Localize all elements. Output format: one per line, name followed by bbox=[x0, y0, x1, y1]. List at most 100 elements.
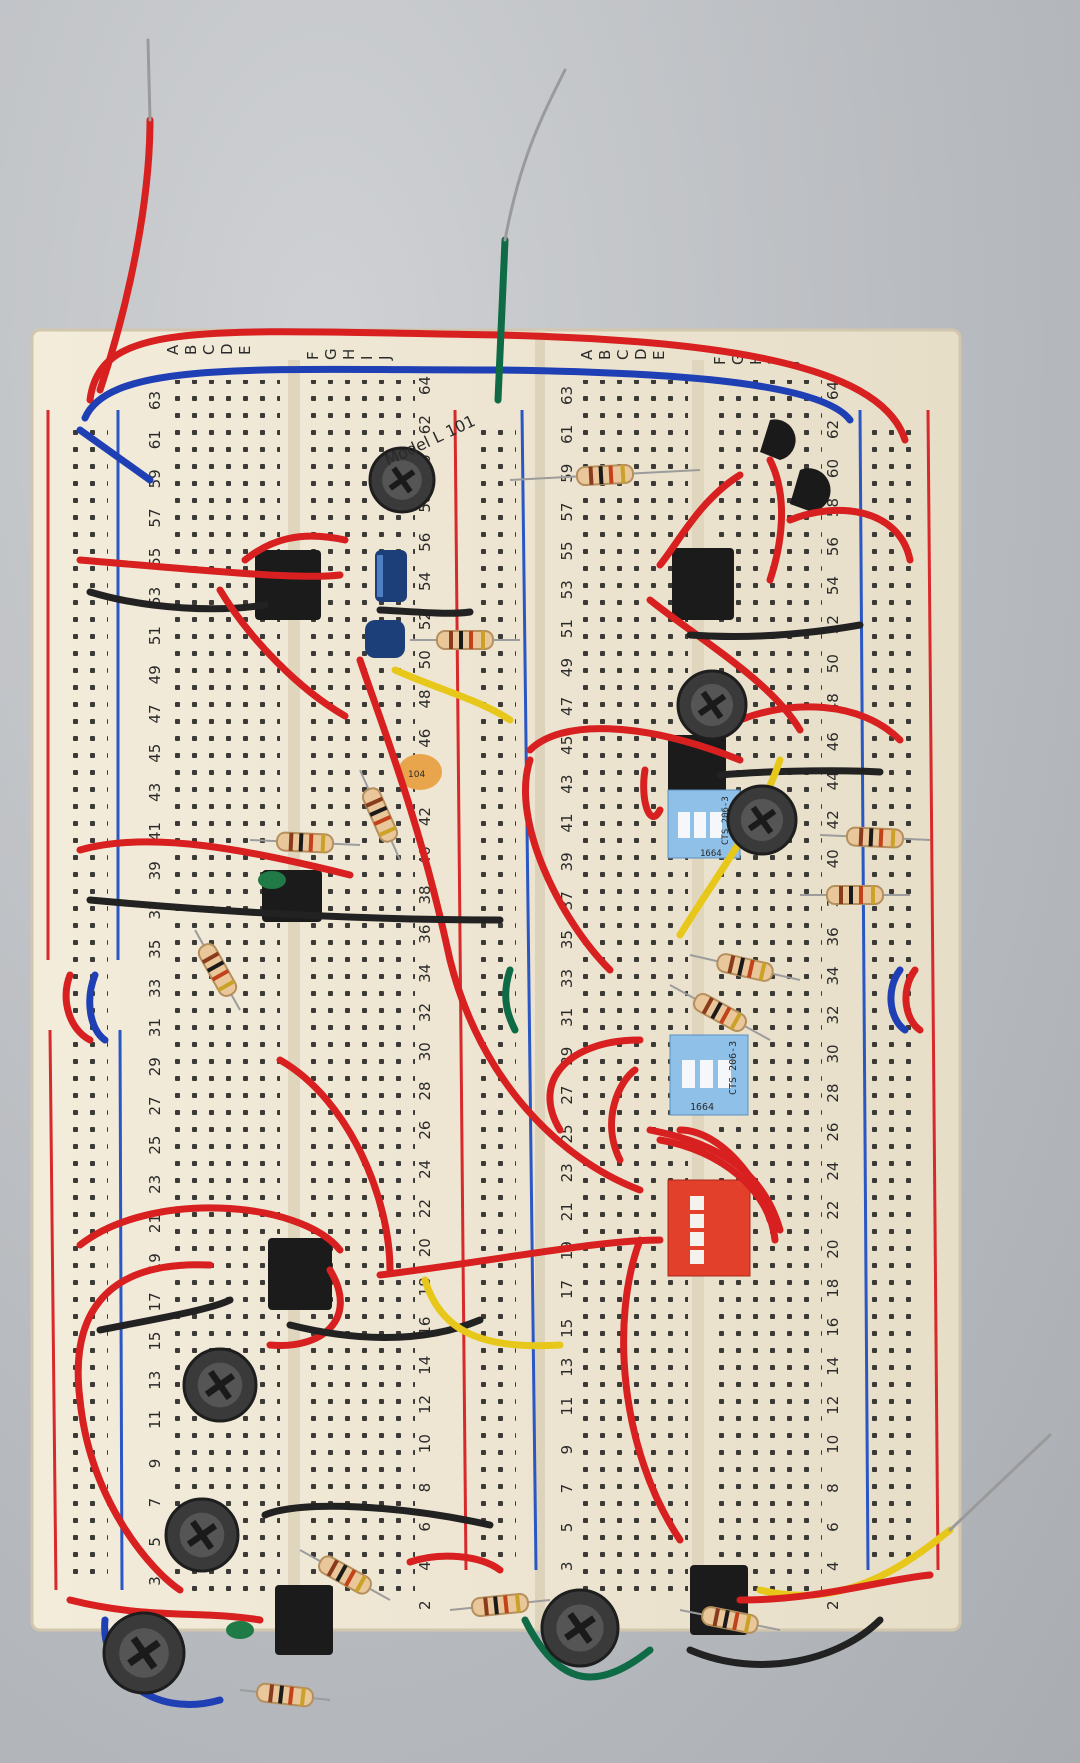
row-number: 61 bbox=[558, 425, 576, 444]
resistor bbox=[800, 885, 910, 905]
trimmer-pot[interactable] bbox=[368, 446, 436, 514]
column-letter: J bbox=[376, 356, 394, 361]
ic-bottom-left bbox=[275, 1585, 333, 1655]
row-number: 63 bbox=[558, 386, 576, 405]
row-number: 57 bbox=[146, 508, 164, 527]
row-number: 7 bbox=[146, 1498, 164, 1508]
row-number: 56 bbox=[416, 533, 434, 552]
column-letter: G bbox=[729, 353, 747, 365]
row-number: 7 bbox=[558, 1484, 576, 1494]
dip-switch-blue-2[interactable]: 1664 CTS 206-3 bbox=[669, 1034, 749, 1116]
column-letter: D bbox=[632, 348, 650, 360]
trimmer-pot[interactable] bbox=[540, 1588, 620, 1668]
row-numbers: 6361595755535149474543413937353331292725… bbox=[146, 376, 842, 1625]
row-number: 45 bbox=[146, 744, 164, 763]
row-number: 15 bbox=[146, 1332, 164, 1351]
trimmer-pot[interactable] bbox=[164, 1497, 240, 1573]
row-number: 62 bbox=[416, 415, 434, 434]
row-number: 60 bbox=[824, 459, 842, 478]
trimmer-pot[interactable] bbox=[182, 1347, 258, 1423]
row-number: 28 bbox=[416, 1081, 434, 1100]
row-number: 64 bbox=[824, 381, 842, 400]
row-number: 24 bbox=[824, 1162, 842, 1181]
row-number: 11 bbox=[558, 1397, 576, 1416]
row-number: 56 bbox=[824, 537, 842, 556]
row-number: 27 bbox=[146, 1096, 164, 1115]
resistor bbox=[669, 984, 771, 1041]
resistor bbox=[679, 1606, 781, 1634]
row-number: 3 bbox=[146, 1576, 164, 1586]
row-number: 47 bbox=[146, 704, 164, 723]
row-number: 8 bbox=[824, 1483, 842, 1493]
row-number: 13 bbox=[558, 1358, 576, 1377]
row-number: 29 bbox=[146, 1057, 164, 1076]
column-letter: F bbox=[711, 356, 729, 365]
row-number: 42 bbox=[824, 810, 842, 829]
svg-text:CTS 206-3: CTS 206-3 bbox=[728, 1041, 739, 1095]
ic-lower-left bbox=[268, 1238, 332, 1310]
resistor bbox=[509, 463, 701, 487]
transistors bbox=[760, 419, 831, 512]
row-number: 24 bbox=[416, 1160, 434, 1179]
row-number: 49 bbox=[146, 665, 164, 684]
trimmer-pot[interactable] bbox=[102, 1611, 186, 1695]
ic-top-right bbox=[672, 548, 734, 620]
column-letter: B bbox=[596, 350, 614, 360]
row-number: 32 bbox=[824, 1005, 842, 1024]
row-number: 51 bbox=[558, 619, 576, 638]
trimmer-pot[interactable] bbox=[676, 669, 748, 741]
row-number: 55 bbox=[146, 548, 164, 567]
trimmer-potentiometers[interactable]: Model L 101 bbox=[102, 411, 798, 1695]
row-number: 42 bbox=[416, 807, 434, 826]
row-number: 53 bbox=[146, 587, 164, 606]
row-number: 17 bbox=[558, 1280, 576, 1299]
row-number: 47 bbox=[558, 697, 576, 716]
row-number: 62 bbox=[824, 420, 842, 439]
row-number: 15 bbox=[558, 1319, 576, 1338]
row-number: 18 bbox=[824, 1279, 842, 1298]
row-number: 31 bbox=[558, 1008, 576, 1027]
row-number: 2 bbox=[416, 1600, 434, 1610]
column-letter: A bbox=[164, 344, 182, 355]
resistor bbox=[239, 1682, 331, 1708]
row-number: 12 bbox=[416, 1395, 434, 1414]
dip-switch-red[interactable] bbox=[667, 1179, 751, 1277]
resistor bbox=[299, 1549, 391, 1601]
trimmer-pot[interactable] bbox=[726, 784, 798, 856]
row-number: 31 bbox=[146, 1018, 164, 1037]
ceramic-capacitor bbox=[398, 754, 442, 790]
row-number: 32 bbox=[416, 1003, 434, 1022]
row-number: 13 bbox=[146, 1371, 164, 1390]
row-number: 20 bbox=[824, 1240, 842, 1259]
row-number: 46 bbox=[824, 732, 842, 751]
row-number: 28 bbox=[824, 1083, 842, 1102]
row-number: 8 bbox=[416, 1483, 434, 1493]
row-number: 33 bbox=[146, 979, 164, 998]
row-number: 14 bbox=[416, 1356, 434, 1375]
row-number: 39 bbox=[146, 861, 164, 880]
row-number: 34 bbox=[824, 966, 842, 985]
row-number: 25 bbox=[146, 1136, 164, 1155]
row-number: 9 bbox=[558, 1445, 576, 1455]
row-number: 41 bbox=[558, 813, 576, 832]
row-number: 4 bbox=[824, 1561, 842, 1571]
row-number: 5 bbox=[146, 1537, 164, 1547]
row-number: 39 bbox=[558, 852, 576, 871]
row-number: 64 bbox=[416, 376, 434, 395]
row-number: 10 bbox=[824, 1435, 842, 1454]
resistor bbox=[819, 826, 931, 849]
row-number: 59 bbox=[146, 469, 164, 488]
row-number: 61 bbox=[146, 430, 164, 449]
row-number: 35 bbox=[146, 940, 164, 959]
row-number: 2 bbox=[824, 1600, 842, 1610]
row-number: 38 bbox=[416, 885, 434, 904]
resistor bbox=[689, 953, 801, 982]
capacitors: 104 bbox=[226, 550, 442, 1639]
row-number: 3 bbox=[558, 1562, 576, 1572]
row-number: 59 bbox=[558, 464, 576, 483]
row-number: 51 bbox=[146, 626, 164, 645]
row-number: 4 bbox=[416, 1561, 434, 1571]
row-number: 44 bbox=[824, 771, 842, 790]
